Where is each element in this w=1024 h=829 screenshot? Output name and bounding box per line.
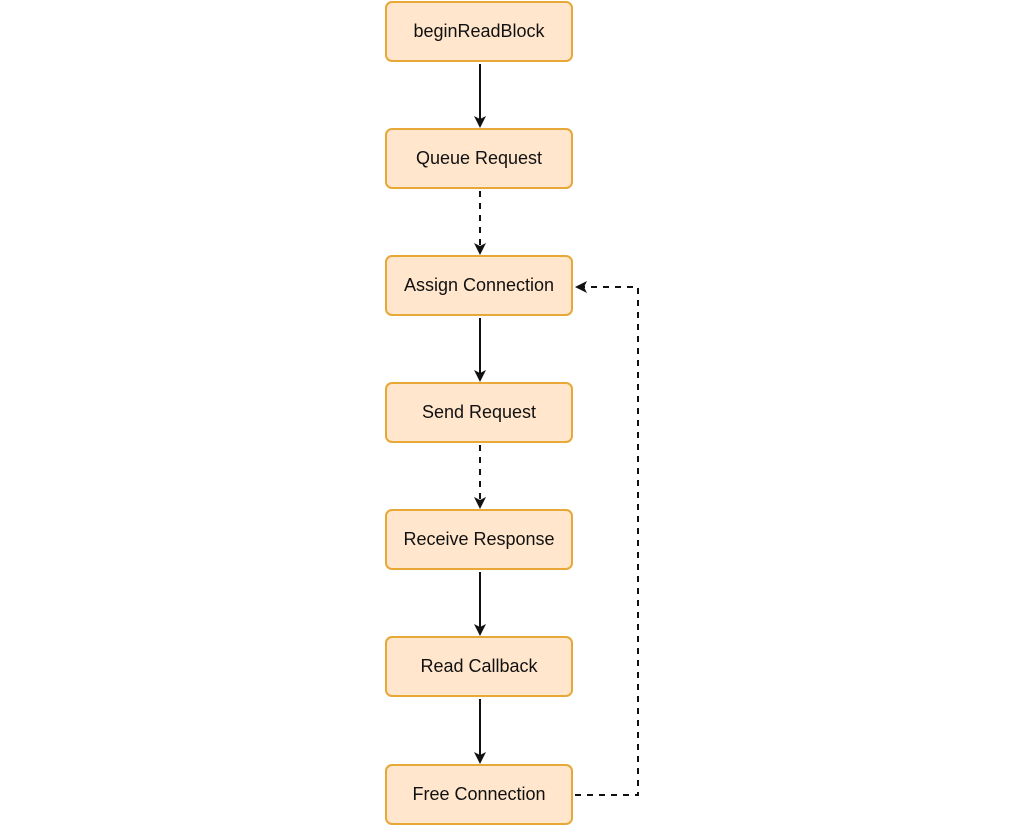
node-label: Send Request	[421, 402, 537, 422]
node-label: Assign Connection	[403, 275, 555, 295]
node-label: Receive Response	[403, 529, 555, 549]
node-free-connection[interactable]: Free Connection	[385, 764, 573, 825]
node-begin-read-block[interactable]: beginReadBlock	[385, 1, 573, 62]
node-label: beginReadBlock	[413, 21, 545, 41]
node-read-callback[interactable]: Read Callback	[385, 636, 573, 697]
node-label: Queue Request	[415, 148, 543, 168]
node-queue-request[interactable]: Queue Request	[385, 128, 573, 189]
node-receive-response[interactable]: Receive Response	[385, 509, 573, 570]
node-label: Read Callback	[420, 656, 538, 676]
node-send-request[interactable]: Send Request	[385, 382, 573, 443]
node-label: Free Connection	[412, 784, 546, 804]
edge-free-to-assign	[575, 281, 639, 796]
node-assign-connection[interactable]: Assign Connection	[385, 255, 573, 316]
